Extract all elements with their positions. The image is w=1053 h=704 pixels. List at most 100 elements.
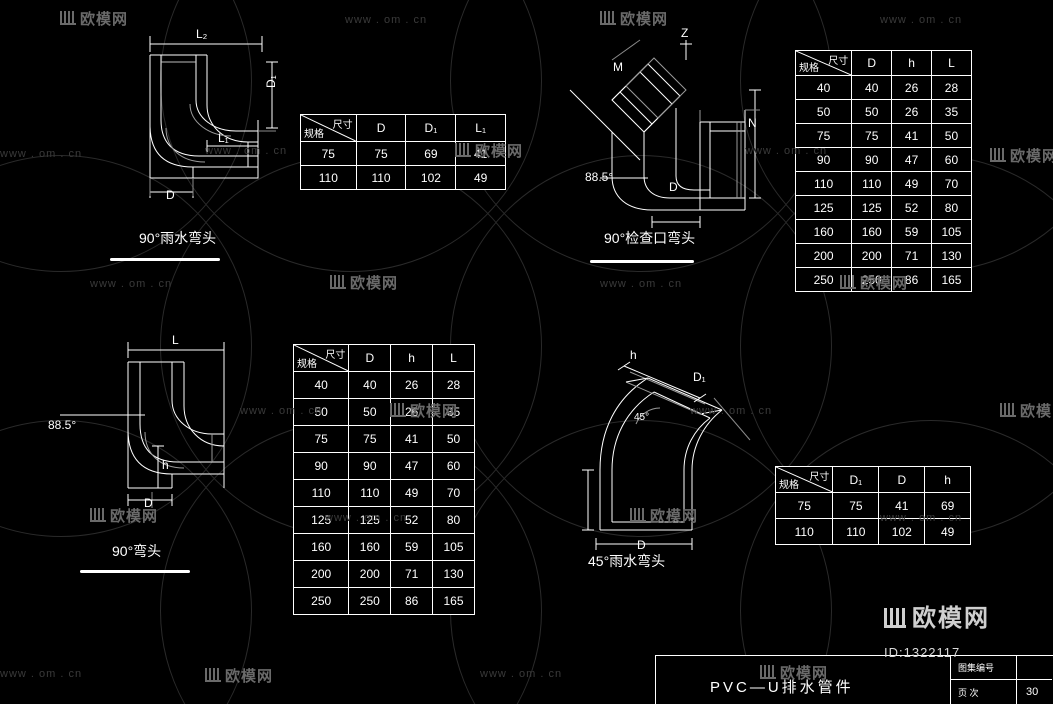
table-corner-col-label: 尺寸 [332, 120, 353, 131]
watermark-logo-text: 欧模网 [860, 275, 909, 292]
watermark-logo-text: 欧模网 [650, 508, 699, 525]
watermark-url: www . om . cn [0, 148, 83, 160]
table-cell: 75 [355, 141, 407, 166]
watermark-url: www . om . cn [0, 668, 83, 680]
table-cell: 75 [851, 123, 893, 148]
table-cell: 90 [292, 452, 350, 480]
fig2-dim-N: N [748, 116, 757, 130]
table-header-row: 规格 尺寸 D D₁ L₁ [300, 114, 506, 142]
watermark-logo: 欧模网 [90, 505, 158, 526]
title-block-page-label: 页 次 [958, 688, 979, 698]
table-corner-cell: 规格 尺寸 [292, 344, 350, 372]
table-cell: 75 [300, 141, 357, 166]
fig4-angle-label: 45° [634, 412, 650, 423]
table-cell: 49 [390, 479, 433, 507]
table-cell: 70 [930, 171, 973, 196]
watermark-url: www . om . cn [90, 278, 173, 290]
table-header-row: 规格 尺寸 D h L [292, 344, 476, 372]
title-block-right-vline [1016, 655, 1017, 704]
fig3-dim-h: h [162, 458, 169, 472]
watermark-logo-text: 欧模网 [1020, 403, 1053, 420]
table-cell: 49 [891, 171, 932, 196]
watermark-logo: 欧模网 [390, 400, 458, 421]
watermark-logo-text: 欧模网 [350, 275, 399, 292]
table-cell: 250 [851, 267, 893, 292]
fig1-dim-D: D [166, 188, 175, 202]
watermark-logo-text: 欧模网 [1010, 148, 1053, 165]
table-cell: 26 [390, 371, 433, 399]
table-corner-row-label: 规格 [304, 129, 324, 140]
table-header-cell: h [390, 344, 433, 372]
table-header-cell: h [891, 50, 932, 76]
table-header-cell: D [851, 50, 893, 76]
watermark-logo-mark [630, 508, 646, 522]
title-block-right-divider [950, 679, 1052, 680]
table-cell: 90 [348, 452, 392, 480]
fig4-dim-h: h [630, 348, 637, 362]
table-cell: 70 [431, 479, 476, 507]
table-cell: 59 [891, 219, 932, 244]
table-cell: 71 [390, 560, 433, 588]
fig2-dim-M: M [613, 60, 623, 74]
table-cell: 160 [794, 219, 853, 244]
watermark-url: www . om . cn [325, 512, 408, 524]
table-cell: 69 [405, 141, 457, 166]
watermark-logo-text: 欧模网 [620, 11, 669, 28]
table-corner-cell: 规格 尺寸 [300, 114, 357, 142]
watermark-logo: 欧模网 [630, 505, 698, 526]
table-cell: 71 [891, 243, 932, 268]
table-cell: 130 [431, 560, 476, 588]
table-cell: 50 [851, 99, 893, 124]
watermark-url: www . om . cn [745, 145, 828, 157]
table-row: 75 75 69 41 [300, 141, 506, 166]
table-cell: 250 [348, 587, 392, 615]
table-cell: 200 [292, 560, 350, 588]
watermark-logo-mark [760, 665, 776, 679]
watermark-logo-text: 欧模网 [225, 668, 274, 685]
table-header-cell: D [355, 114, 407, 142]
table-corner-col-label: 尺寸 [809, 472, 830, 483]
watermark-logo-text: 欧模网 [475, 143, 524, 160]
table-cell: 75 [348, 425, 392, 453]
watermark-url: www . om . cn [600, 278, 683, 290]
table-cell: 60 [930, 147, 973, 172]
table-cell: 200 [851, 243, 893, 268]
watermark-logo-text: 欧模网 [410, 403, 459, 420]
table-cell: 75 [794, 123, 853, 148]
table-corner-row-label: 规格 [779, 480, 799, 491]
table-header-cell: D₁ [405, 114, 457, 142]
watermark-logo-mark [90, 508, 106, 522]
table-cell: 28 [431, 371, 476, 399]
fig1-dim-L1: L₁ [218, 131, 229, 145]
table-cell: 40 [348, 371, 392, 399]
watermark-logo-text: 欧模网 [110, 508, 159, 525]
brand-watermark-large: 欧模网 [884, 598, 990, 633]
watermark-url: www . om . cn [480, 668, 563, 680]
fig4-dim-D: D [637, 538, 646, 552]
table-cell: 125 [851, 195, 893, 220]
fig2-caption: 90°检查口弯头 [604, 230, 696, 246]
table-cell: 40 [292, 371, 350, 399]
table-cell: 41 [891, 123, 932, 148]
table-cell: 160 [348, 533, 392, 561]
title-block-title: PVC—U排水管件 [710, 679, 854, 696]
table-cell: 165 [930, 267, 973, 292]
table-cell: 47 [891, 147, 932, 172]
watermark-logo-mark [455, 143, 471, 157]
table-header-cell: L [930, 50, 973, 76]
table-cell: 41 [390, 425, 433, 453]
watermark-logo-mark [390, 403, 406, 417]
watermark-url: www . om . cn [880, 512, 963, 524]
fig1-caption: 90°雨水弯头 [139, 230, 217, 246]
table-cell: 160 [292, 533, 350, 561]
